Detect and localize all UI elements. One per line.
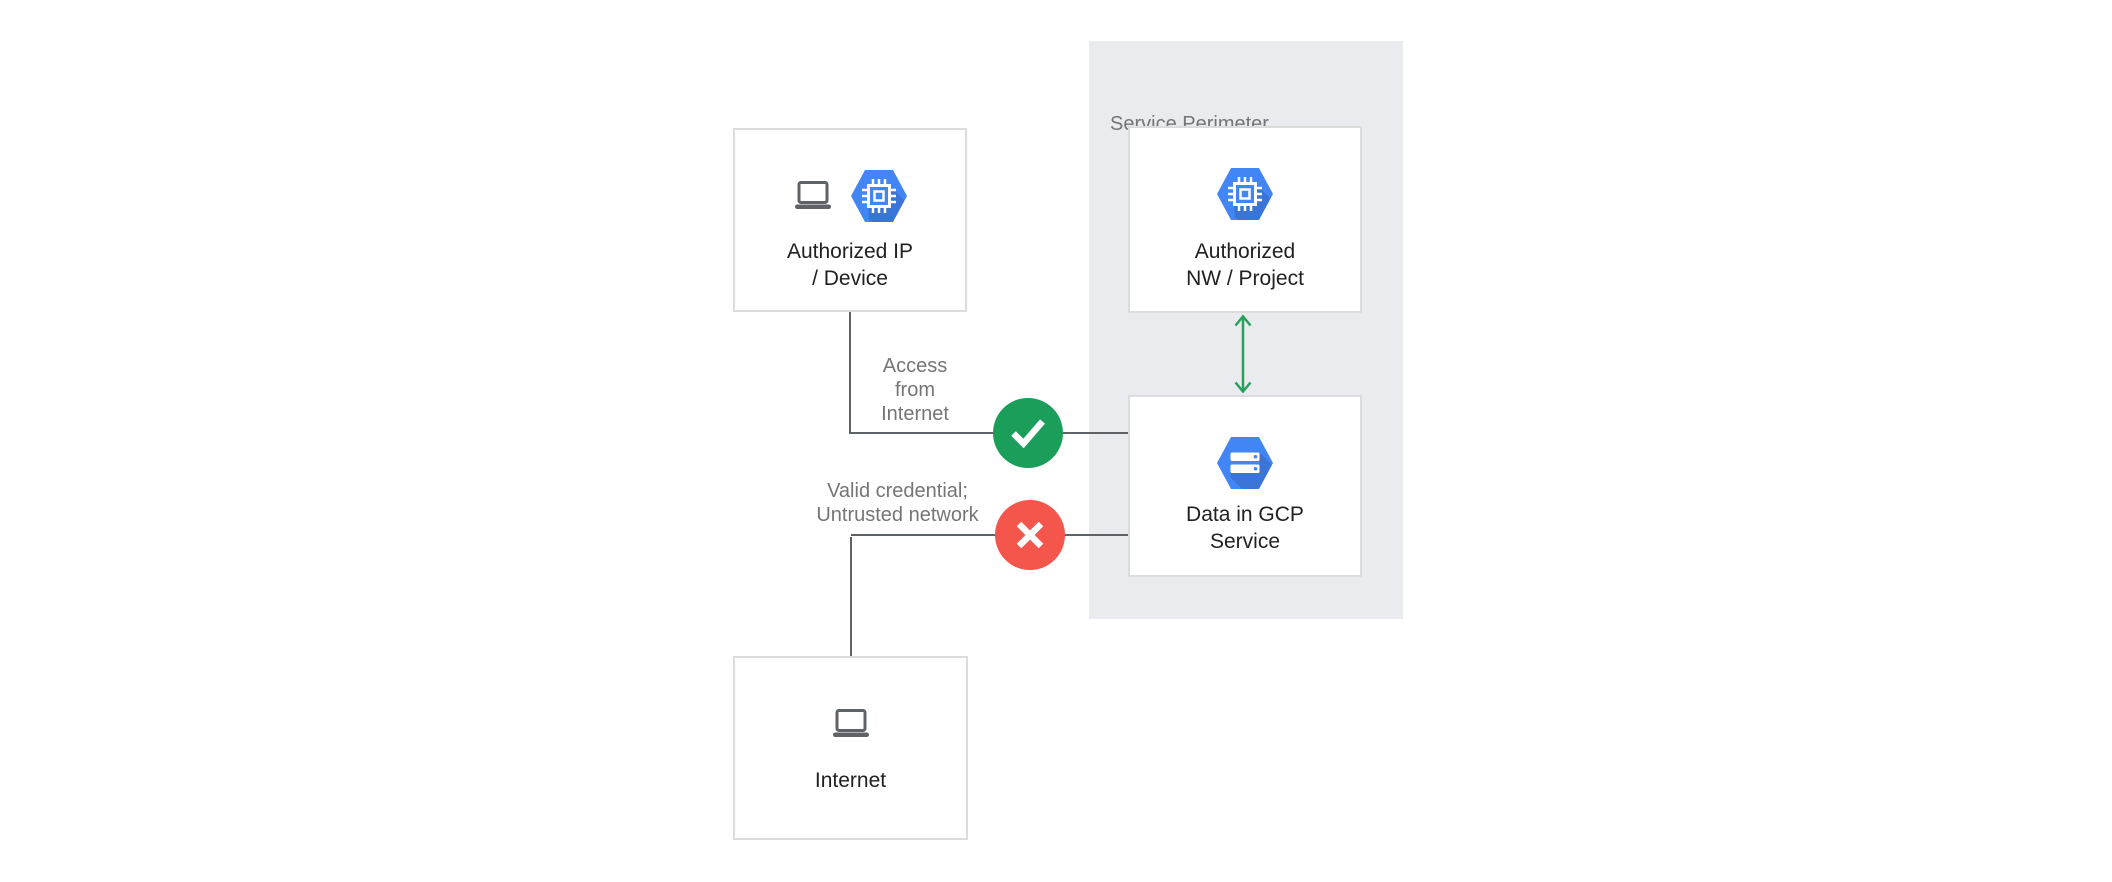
node-label: Data in GCP Service — [1130, 501, 1360, 555]
edge-label-line: Valid credential; — [827, 480, 968, 502]
node-label-line: Service — [1209, 530, 1281, 553]
node-icon-row — [735, 169, 965, 223]
compute-engine-hexagon-icon — [851, 170, 907, 222]
edge-label-line: Access — [882, 355, 948, 377]
node-internet: Internet — [733, 656, 968, 840]
allowed-status-badge — [993, 398, 1063, 468]
edge-label-line: Untrusted network — [816, 504, 979, 526]
node-label-line: Authorized — [1194, 240, 1296, 263]
storage-hexagon-icon — [1217, 437, 1273, 489]
denied-status-badge — [995, 500, 1065, 570]
node-label: Authorized NW / Project — [1130, 238, 1360, 292]
compute-engine-hexagon-icon — [1217, 168, 1273, 220]
access-from-internet-label: Access from Internet — [845, 354, 985, 426]
connector-allowed-horizontal — [850, 432, 1128, 434]
node-label-line: Authorized IP — [786, 240, 914, 263]
node-icon-row — [1130, 167, 1360, 221]
edge-label-line: Internet — [881, 403, 949, 425]
connector-denied-horizontal — [851, 534, 1128, 536]
node-label-line: Internet — [814, 769, 887, 792]
node-label: Authorized IP / Device — [735, 238, 965, 292]
bidirectional-arrow-icon — [1234, 314, 1252, 394]
laptop-icon — [793, 181, 832, 211]
node-icon-row — [1130, 436, 1360, 490]
cross-icon — [1016, 521, 1044, 549]
connector-internet-vertical — [850, 537, 852, 656]
node-label: Internet — [735, 767, 966, 794]
node-icon-row — [735, 697, 966, 751]
node-label-line: NW / Project — [1186, 267, 1304, 290]
edge-label-line: from — [895, 379, 935, 401]
connector-authorized-ip-vertical — [849, 312, 851, 434]
valid-credential-untrusted-network-label: Valid credential; Untrusted network — [800, 479, 995, 527]
node-authorized-ip-device: Authorized IP / Device — [733, 128, 967, 312]
node-label-line: Data in GCP — [1186, 503, 1304, 526]
node-authorized-nw-project: Authorized NW / Project — [1128, 126, 1362, 313]
node-data-in-gcp-service: Data in GCP Service — [1128, 395, 1362, 577]
laptop-icon — [831, 709, 870, 739]
node-label-line: / Device — [812, 267, 888, 290]
check-icon — [1011, 419, 1045, 449]
